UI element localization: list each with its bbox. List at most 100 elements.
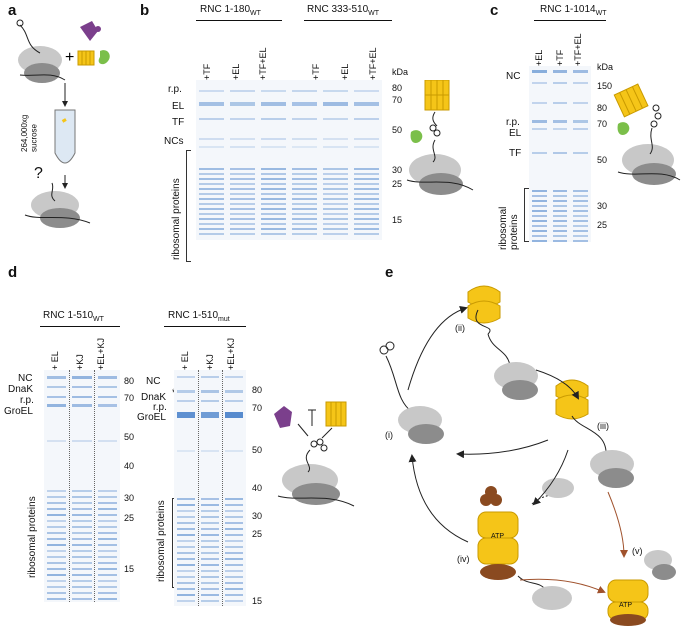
gel-band <box>573 152 588 154</box>
gel-band <box>201 516 219 518</box>
gel-band <box>72 440 92 442</box>
gel-band <box>97 580 117 582</box>
gel-band <box>47 532 67 534</box>
gel-band <box>225 400 243 402</box>
gel-band <box>201 504 219 506</box>
gel-band <box>97 496 117 498</box>
gel-band <box>97 396 117 398</box>
gel-band <box>201 588 219 590</box>
groel-icon <box>555 379 634 488</box>
gel-band <box>552 120 568 123</box>
gel-band <box>201 400 219 402</box>
gel-band <box>552 200 568 202</box>
gel-band <box>552 82 568 84</box>
gel-band <box>573 235 588 237</box>
d-lane-label: + EL <box>50 351 60 370</box>
gel-band <box>201 552 219 554</box>
gel-band <box>552 195 568 197</box>
gel-band <box>323 233 348 235</box>
gel-band <box>97 520 117 522</box>
c-lane-label: +TF+EL <box>573 33 583 66</box>
gel-band <box>354 146 379 148</box>
dnak-icon <box>98 50 110 65</box>
gel-band <box>177 552 195 554</box>
gel-band <box>230 223 255 225</box>
gel-band <box>177 546 195 548</box>
d-lane-label: +KJ <box>75 354 85 370</box>
gel-band <box>323 183 348 185</box>
gel-band <box>199 118 224 120</box>
gel-band <box>323 198 348 200</box>
b-kda-title: kDa <box>392 67 409 77</box>
gel-band <box>230 178 255 180</box>
panel-e-label: e <box>385 264 394 281</box>
gel-band <box>230 193 255 195</box>
gel-band <box>292 173 317 175</box>
ribosome-icon <box>406 139 474 195</box>
gel-band <box>72 396 92 398</box>
gel-band <box>532 195 547 197</box>
gel-band <box>532 225 547 227</box>
gel-band <box>72 556 92 558</box>
gel-band <box>201 510 219 512</box>
gel-band <box>72 574 92 576</box>
b-marker: 80 <box>392 83 403 93</box>
c-label-nc: NC <box>506 71 521 82</box>
gel-band <box>230 198 255 200</box>
gel-band <box>230 228 255 230</box>
c-side-bracket <box>524 188 529 242</box>
step-label-v: (v) <box>632 546 643 556</box>
gel-band <box>177 564 195 566</box>
gel-band <box>97 544 117 546</box>
b-marker: 15 <box>392 215 403 225</box>
gel-band <box>177 516 195 518</box>
groel-icon <box>467 285 501 335</box>
c-lane-label: +TF <box>555 49 565 66</box>
gel-band <box>177 510 195 512</box>
gel-band <box>177 558 195 560</box>
d1-label-rp: r.p. <box>20 395 34 406</box>
gel-band <box>532 230 547 232</box>
gel-band <box>354 208 379 210</box>
b-marker: 30 <box>392 165 403 175</box>
gel-band <box>292 118 317 120</box>
gel-band <box>225 552 243 554</box>
ribosome-icon <box>24 182 91 228</box>
gel-band <box>532 210 547 212</box>
gel-band <box>261 228 286 230</box>
d2-label-groel: GroEL <box>137 412 166 423</box>
gel-band <box>72 386 92 388</box>
gel-band <box>97 532 117 534</box>
gel-band <box>72 580 92 582</box>
ribosome-icon <box>379 341 444 444</box>
d-title-1-rule <box>40 326 120 327</box>
gel-band <box>292 208 317 210</box>
gel-band <box>201 450 219 452</box>
gel-band <box>230 203 255 205</box>
gel-lane <box>292 80 317 240</box>
gel-band <box>552 240 568 242</box>
gel-lane <box>573 66 588 242</box>
dnak-icon <box>410 130 423 143</box>
b-schematic <box>406 80 474 195</box>
gel-band <box>573 240 588 242</box>
gel-band <box>47 592 67 594</box>
b-side-bracket <box>186 150 191 262</box>
svg-text:+: + <box>65 49 74 66</box>
groel-icon <box>607 579 649 626</box>
gel-band <box>177 534 195 536</box>
gel-band <box>532 82 547 84</box>
gel-band <box>225 576 243 578</box>
gel-band <box>292 102 317 106</box>
gel-band <box>47 598 67 600</box>
c-marker: 80 <box>597 103 608 113</box>
gel-band <box>47 404 67 407</box>
gel-band <box>354 118 379 120</box>
gel-band <box>97 376 117 379</box>
d2-label-nc: NC <box>146 376 161 387</box>
gel-band <box>323 173 348 175</box>
c-marker: 150 <box>597 81 613 91</box>
gel-band <box>354 173 379 175</box>
gel-band <box>354 233 379 235</box>
gel-band <box>292 203 317 205</box>
